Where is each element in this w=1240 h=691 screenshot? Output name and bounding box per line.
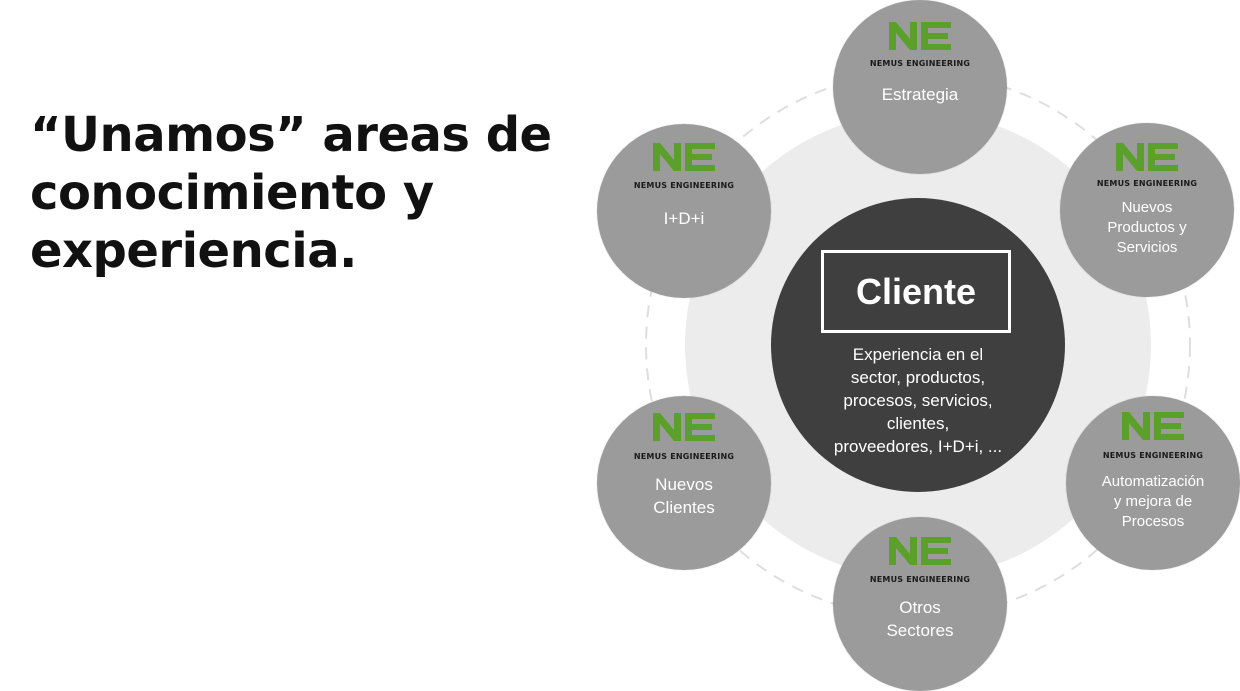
- satellite-label: Nuevos Productos y Servicios: [1107, 199, 1187, 256]
- satellite-nuevos-clientes: NEMUS ENGINEERING Nuevos Clientes: [597, 396, 771, 570]
- brand-text: NEMUS ENGINEERING: [869, 575, 971, 584]
- logo-icon: [1060, 141, 1234, 173]
- brand-text: NEMUS ENGINEERING: [1102, 451, 1204, 460]
- satellite-label: Nuevos Clientes: [653, 475, 715, 517]
- center-title-box: Cliente: [821, 250, 1011, 333]
- center-description: Experiencia en el sector, productos, pro…: [833, 345, 1003, 456]
- logo-icon: [1066, 410, 1240, 442]
- brand-text: NEMUS ENGINEERING: [633, 452, 735, 461]
- page-headline: “Unamos” areas de conocimiento y experie…: [30, 107, 552, 279]
- center-title: Cliente: [855, 270, 977, 312]
- brand-text: NEMUS ENGINEERING: [633, 181, 735, 190]
- logo-icon: [833, 20, 1007, 52]
- satellite-label: Estrategia: [881, 85, 959, 104]
- satellite-label: Otros Sectores: [886, 598, 954, 640]
- satellite-idi: NEMUS ENGINEERING I+D+i: [597, 124, 771, 298]
- logo-icon: [833, 535, 1007, 567]
- satellite-label: Automatización y mejora de Procesos: [1101, 473, 1205, 530]
- brand-text: NEMUS ENGINEERING: [1096, 179, 1198, 188]
- logo-icon: [597, 141, 771, 173]
- satellite-label: I+D+i: [663, 209, 705, 228]
- logo-icon: [597, 411, 771, 443]
- satellite-estrategia: NEMUS ENGINEERING Estrategia: [833, 0, 1007, 174]
- satellite-automatizacion: NEMUS ENGINEERING Automatización y mejor…: [1066, 396, 1240, 570]
- center-circle-cliente: Cliente Experiencia en el sector, produc…: [771, 198, 1065, 492]
- satellite-otros-sectores: NEMUS ENGINEERING Otros Sectores: [833, 517, 1007, 691]
- brand-text: NEMUS ENGINEERING: [869, 59, 971, 68]
- satellite-nuevos-productos: NEMUS ENGINEERING Nuevos Productos y Ser…: [1060, 123, 1234, 297]
